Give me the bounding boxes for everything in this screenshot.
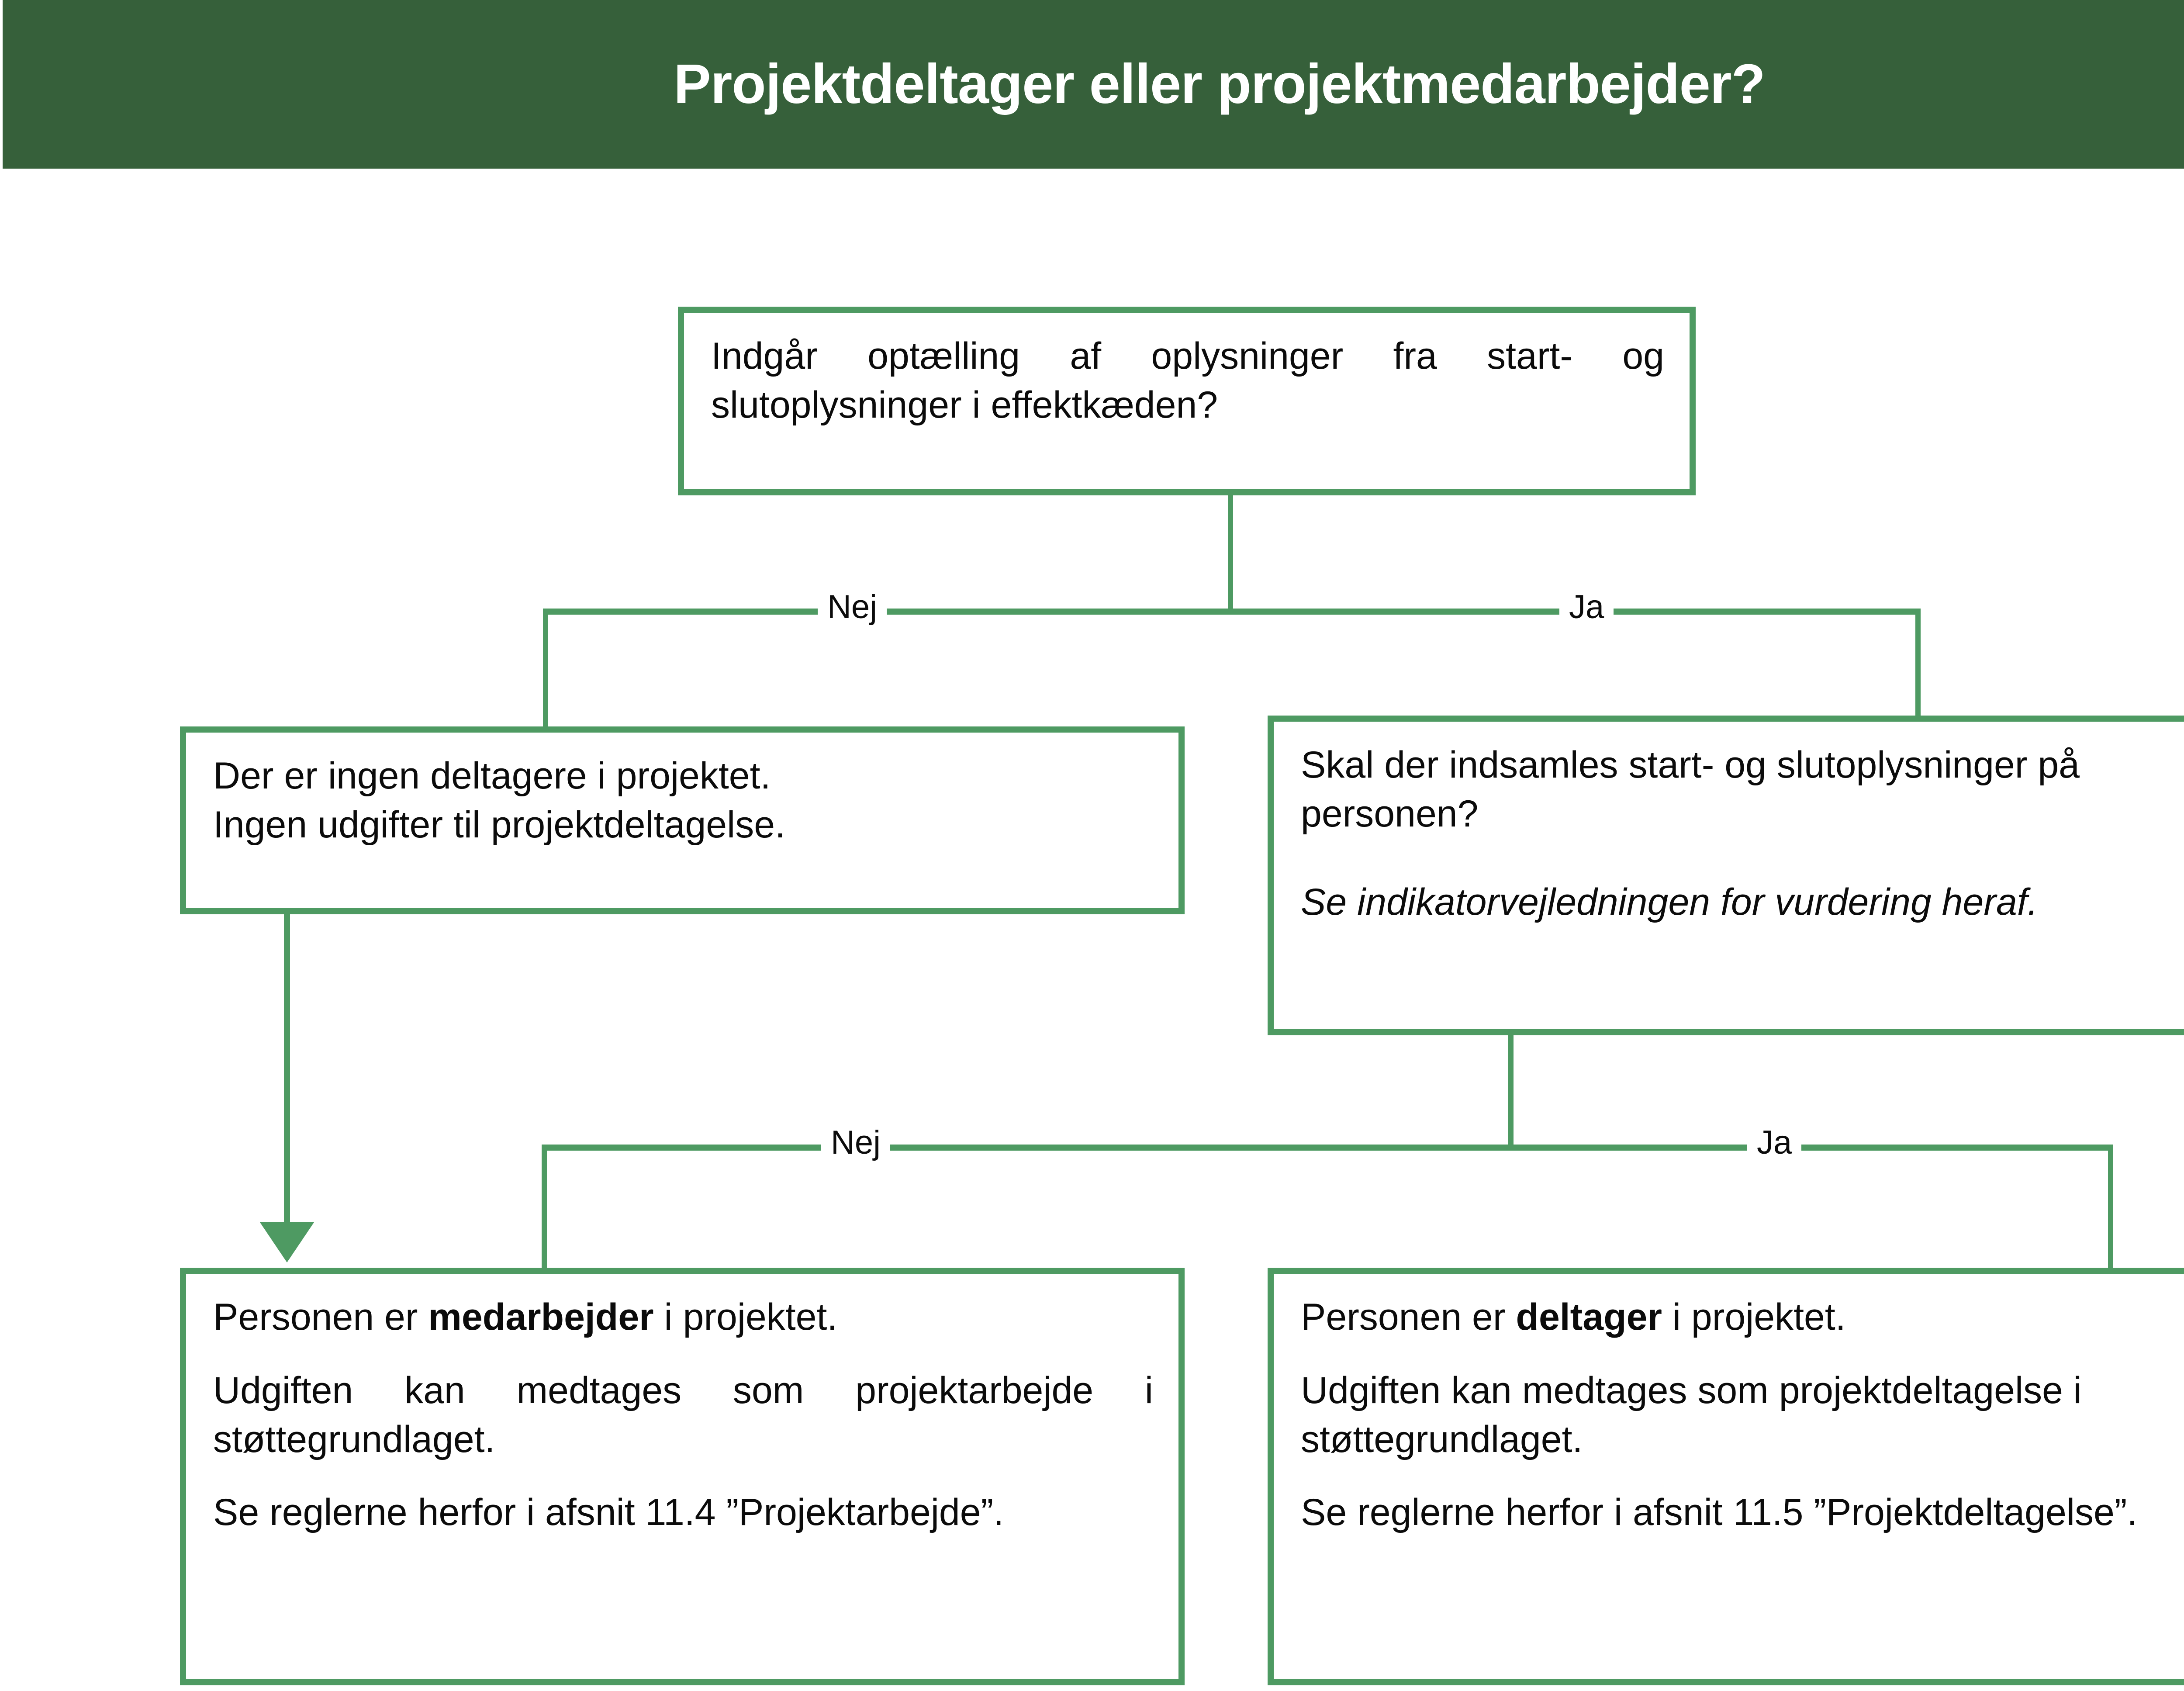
- page-title: Projektdeltager eller projektmedarbejder…: [674, 53, 1766, 115]
- connector-level2-bar: [542, 1145, 2113, 1151]
- connector-level1-bar: [543, 609, 1921, 615]
- node-bottom-left-statement-suffix: i projektet.: [653, 1296, 838, 1338]
- node-left-outcome-body: Der er ingen deltagere i projektet. Inge…: [186, 733, 1178, 869]
- arrow-head-icon: [260, 1222, 314, 1262]
- node-right-decision: Skal der indsamles start- og slutoplysni…: [1268, 716, 2184, 1035]
- node-top-decision: Indgår optælling af oplysninger fra star…: [678, 307, 1696, 495]
- connector-level1-left-drop: [543, 609, 548, 730]
- node-bottom-right-reference: Se reglerne herfor i afsnit 11.5 ”Projek…: [1301, 1491, 2138, 1534]
- header-band: Projektdeltager eller projektmedarbejder…: [3, 0, 2184, 169]
- edge-label-level1-yes: Ja: [1559, 591, 1614, 624]
- edge-label-level1-no: Nej: [818, 591, 887, 624]
- node-bottom-right-statement-prefix: Personen er: [1301, 1296, 1516, 1338]
- node-bottom-left-statement: Personen er medarbejder i projektet.: [213, 1293, 1153, 1342]
- connector-level2-right-drop: [2108, 1145, 2113, 1271]
- node-bottom-right-body: Personen er deltager i projektet. Udgift…: [1274, 1274, 2184, 1556]
- node-bottom-right-statement-suffix: i projektet.: [1662, 1296, 1846, 1338]
- node-bottom-right-statement: Personen er deltager i projektet.: [1301, 1293, 2184, 1342]
- node-bottom-left-rule: Udgiften kan medtages som projektarbejde…: [213, 1369, 1153, 1460]
- connector-level2-left-drop: [542, 1145, 547, 1271]
- edge-label-level2-yes: Ja: [1747, 1126, 1802, 1159]
- connector-level1-right-drop: [1915, 609, 1921, 718]
- node-right-decision-question: Skal der indsamles start- og slutoplysni…: [1301, 744, 2080, 835]
- node-bottom-right-rule: Udgiften kan medtages som projektdeltage…: [1301, 1369, 2082, 1460]
- node-bottom-left-reference: Se reglerne herfor i afsnit 11.4 ”Projek…: [213, 1491, 1004, 1534]
- node-left-outcome-line2: Ingen udgifter til projektdeltagelse.: [213, 803, 785, 846]
- node-top-decision-text: Indgår optælling af oplysninger fra star…: [711, 335, 1664, 426]
- node-bottom-right-outcome: Personen er deltager i projektet. Udgift…: [1268, 1268, 2184, 1685]
- node-right-decision-body: Skal der indsamles start- og slutoplysni…: [1274, 722, 2184, 946]
- node-right-decision-note: Se indikatorvejledningen for vurdering h…: [1301, 881, 2038, 923]
- node-left-outcome-line1: Der er ingen deltagere i projektet.: [213, 755, 771, 797]
- edge-label-level2-no: Nej: [821, 1126, 891, 1159]
- node-left-outcome: Der er ingen deltagere i projektet. Inge…: [180, 726, 1185, 914]
- arrow-shaft-left: [284, 914, 290, 1238]
- node-bottom-left-body: Personen er medarbejder i projektet. Udg…: [186, 1274, 1178, 1556]
- node-bottom-left-outcome: Personen er medarbejder i projektet. Udg…: [180, 1268, 1185, 1685]
- node-bottom-right-role: deltager: [1516, 1296, 1662, 1338]
- node-bottom-left-statement-prefix: Personen er: [213, 1296, 429, 1338]
- connector-level2-stem: [1508, 1035, 1514, 1148]
- node-top-decision-body: Indgår optælling af oplysninger fra star…: [684, 313, 1690, 449]
- node-bottom-left-role: medarbejder: [428, 1296, 654, 1338]
- connector-top-stem: [1228, 495, 1233, 612]
